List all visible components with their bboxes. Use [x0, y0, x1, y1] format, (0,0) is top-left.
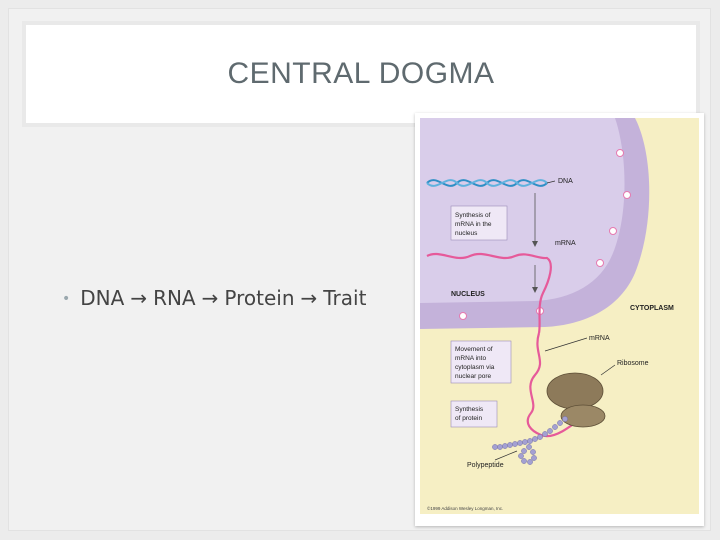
copyright-text: ©1999 Addison Wesley Longman, Inc.: [427, 505, 503, 511]
mrna-cyto-pointer: [544, 337, 588, 352]
dna-pointer: [546, 180, 556, 184]
bullet-item-dna: DNA: [80, 286, 125, 310]
title-box: CENTRAL DOGMA: [26, 25, 696, 123]
bullet-item-trait: Trait: [323, 286, 367, 310]
central-dogma-figure: DNA Synthesis of mRNA in the nucleus mRN…: [415, 113, 704, 526]
nuclear-pores: [459, 149, 631, 320]
movement-line-3: cytoplasm via: [455, 364, 495, 371]
synthesis-protein-box: [450, 400, 498, 428]
bullet-item-rna: RNA: [153, 286, 196, 310]
synthesis-mrna-line-1: Synthesis of: [455, 212, 491, 219]
arrow-head-2: [532, 287, 538, 293]
polypeptide-label: Polypeptide: [467, 462, 504, 469]
movement-line-4: nuclear pore: [455, 373, 492, 380]
figure-diagram: DNA Synthesis of mRNA in the nucleus mRN…: [420, 118, 699, 514]
synthesis-protein-line-2: of protein: [455, 415, 482, 422]
synthesis-mrna-box: [450, 205, 508, 241]
mrna-strand-nucleus: [426, 252, 552, 334]
synthesis-mrna-line-3: nucleus: [455, 230, 478, 237]
mrna-nucleus-label: mRNA: [555, 240, 576, 247]
arrow-head-1: [532, 241, 538, 247]
arrow-icon: →: [130, 286, 148, 310]
synthesis-protein-line-1: Synthesis: [455, 406, 484, 413]
arrow-icon: →: [201, 286, 219, 310]
ribosome-small-subunit: [560, 404, 606, 428]
bullet-item-protein: Protein: [224, 286, 295, 310]
mrna-strand-cytoplasm: [526, 332, 594, 438]
dna-label: DNA: [558, 178, 573, 185]
slide-title: CENTRAL DOGMA: [227, 57, 495, 90]
ribosome-large-subunit: [546, 372, 604, 410]
movement-line-2: mRNA into: [455, 355, 486, 362]
mrna-cyto-label: mRNA: [589, 335, 610, 342]
polypeptide-chain: [492, 416, 568, 465]
arrow-icon: →: [300, 286, 318, 310]
nucleus-label: NUCLEUS: [451, 291, 485, 298]
ribosome-label: Ribosome: [617, 360, 649, 367]
movement-line-1: Movement of: [455, 346, 493, 353]
nucleus-interior: [420, 118, 625, 303]
bullet-dot-icon: •: [62, 291, 71, 307]
synthesis-mrna-line-2: mRNA in the: [455, 221, 492, 228]
bullet-point: •DNA→RNA→Protein→Trait: [62, 286, 366, 310]
dna-strand-2: [426, 179, 548, 187]
movement-box: [450, 340, 512, 384]
ribosome-pointer: [600, 364, 616, 376]
polypeptide-pointer: [494, 450, 518, 461]
cytoplasm-label: CYTOPLASM: [630, 305, 674, 312]
